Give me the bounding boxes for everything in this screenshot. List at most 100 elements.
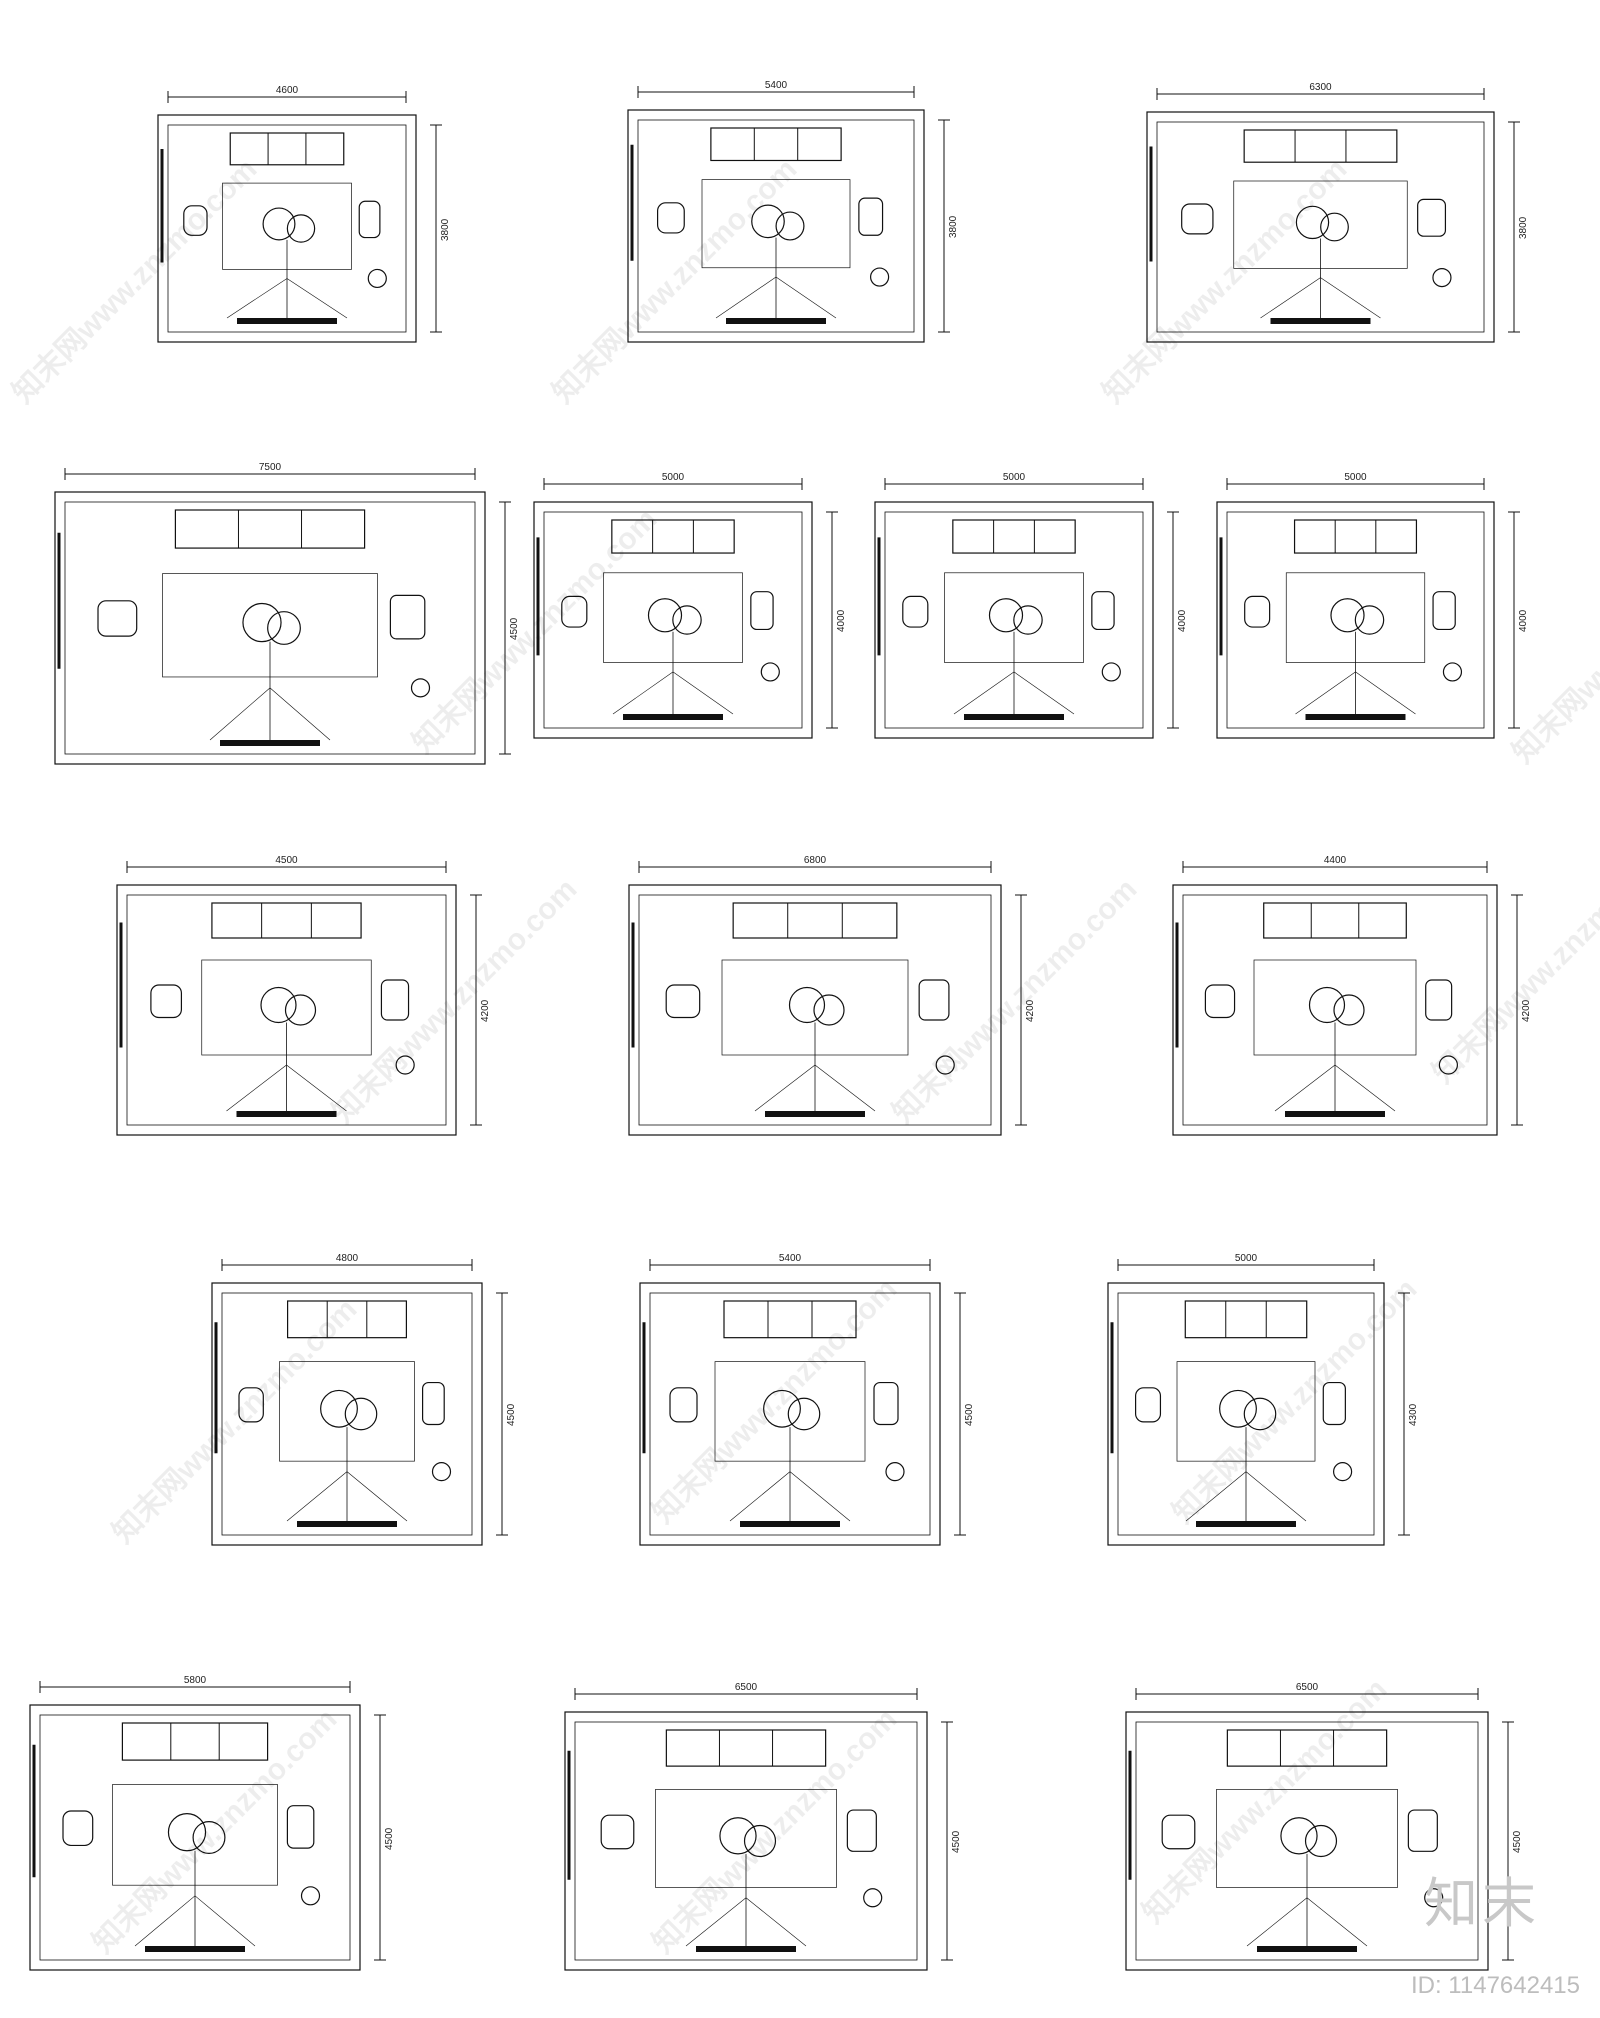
side-chair (1417, 198, 1447, 237)
coffee-table (1330, 598, 1385, 635)
rug (1253, 959, 1417, 1056)
sofa (611, 519, 735, 554)
room-outer-wall (1216, 501, 1495, 739)
tv-cabinet (297, 1521, 397, 1527)
tv-cabinet (145, 1946, 245, 1952)
sofa (121, 1722, 269, 1761)
armchair (150, 984, 183, 1019)
floor-lamp (1332, 1462, 1353, 1482)
sofa (1226, 1729, 1388, 1767)
tv-cabinet (1285, 1111, 1385, 1117)
width-dimension-label: 5000 (1234, 1253, 1258, 1264)
room-outer-wall (211, 1282, 483, 1546)
floor-lamp (300, 1886, 321, 1906)
armchair (1204, 984, 1236, 1019)
room-inner-wall (649, 1292, 931, 1536)
floor-lamp (410, 678, 431, 698)
rug (655, 1789, 837, 1888)
room-inner-wall (1182, 894, 1488, 1126)
side-chair (422, 1381, 445, 1426)
tv-cabinet (964, 714, 1064, 720)
floor-lamp (869, 267, 890, 287)
width-dimension-label: 6500 (1295, 1682, 1319, 1693)
tv-cabinet (1305, 714, 1406, 720)
room-inner-wall (1156, 121, 1485, 333)
width-dimension-label: 5800 (183, 1675, 207, 1686)
floor-lamp (863, 1888, 883, 1908)
floor-lamp (885, 1462, 905, 1482)
floor-lamp (1438, 1055, 1459, 1075)
side-chair (750, 591, 774, 631)
floor-lamp (760, 662, 780, 682)
coffee-table (647, 598, 702, 635)
coffee-table (719, 1817, 777, 1858)
width-dimension-label: 4800 (335, 1253, 359, 1264)
sofa (710, 127, 842, 162)
sofa (229, 132, 345, 166)
room-outer-wall (29, 1704, 361, 1971)
side-chair (858, 197, 884, 236)
rug (603, 572, 743, 663)
tv-cabinet (220, 740, 320, 746)
armchair (1181, 203, 1214, 235)
brand-logo: 知末 (1424, 1872, 1540, 1935)
floor-lamp (367, 268, 387, 289)
room-inner-wall (638, 894, 992, 1126)
width-dimension-label: 5000 (1344, 472, 1367, 483)
room-outer-wall (564, 1711, 928, 1971)
coffee-table (242, 602, 301, 645)
side-chair (358, 200, 381, 239)
floor-lamp (935, 1055, 955, 1075)
rug (222, 182, 352, 270)
room-outer-wall (533, 501, 813, 739)
sofa (1243, 129, 1398, 163)
rug (721, 959, 909, 1056)
width-dimension-label: 4500 (275, 855, 298, 866)
sofa (732, 902, 898, 939)
coffee-table (1295, 205, 1349, 242)
room-inner-wall (64, 501, 476, 755)
floor-lamp (1101, 662, 1121, 682)
sofa (723, 1300, 857, 1339)
tv-cabinet (696, 1946, 796, 1952)
tv-cabinet (765, 1111, 865, 1117)
sofa (665, 1729, 827, 1767)
width-dimension-label: 4600 (275, 85, 299, 96)
rug (162, 573, 378, 678)
rug (1285, 572, 1426, 663)
coffee-table (1219, 1389, 1277, 1431)
width-dimension-label: 6300 (1309, 82, 1332, 93)
rug (1216, 1789, 1398, 1888)
coffee-table (1280, 1817, 1338, 1858)
coffee-table (1308, 986, 1365, 1026)
armchair (1244, 595, 1271, 628)
armchair (656, 202, 685, 234)
room-inner-wall (884, 511, 1144, 729)
armchair (669, 1387, 698, 1423)
side-chair (1407, 1809, 1438, 1852)
armchair (561, 595, 588, 628)
armchair (238, 1387, 264, 1423)
rug (701, 179, 851, 269)
tv-cabinet (1270, 318, 1371, 324)
width-dimension-label: 6500 (734, 1682, 758, 1693)
sofa (211, 902, 362, 939)
room-inner-wall (1135, 1721, 1479, 1961)
armchair (600, 1814, 635, 1850)
room-inner-wall (1117, 1292, 1375, 1536)
rug (1176, 1361, 1316, 1462)
tv-cabinet (623, 714, 723, 720)
coffee-table (320, 1389, 378, 1431)
room-outer-wall (1172, 884, 1498, 1136)
armchair (1134, 1387, 1162, 1423)
room-inner-wall (637, 119, 915, 333)
width-dimension-label: 5000 (1002, 472, 1026, 483)
